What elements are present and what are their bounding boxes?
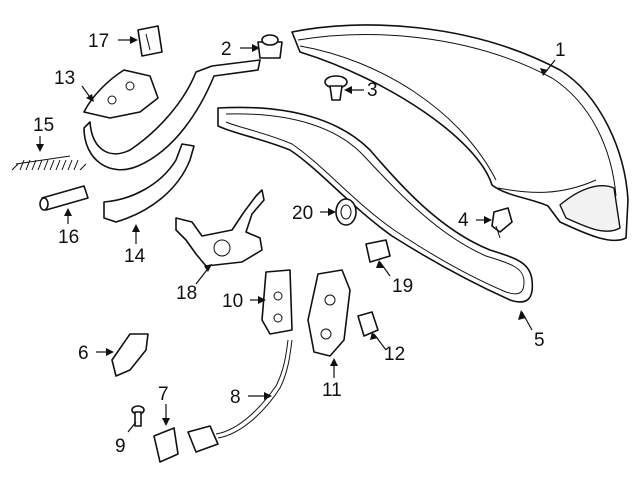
callout-18: 18 (176, 283, 197, 304)
callout-1: 1 (555, 40, 566, 61)
part-1-trunk-lid (291, 24, 629, 242)
callout-15: 15 (33, 115, 54, 136)
callout-20: 20 (292, 203, 313, 224)
callout-2: 2 (221, 39, 232, 60)
callout-leaders (36, 36, 556, 433)
part-14-hinge-arm (103, 143, 195, 223)
callout-17: 17 (88, 31, 109, 52)
callout-3: 3 (367, 80, 378, 101)
callout-4: 4 (458, 210, 469, 231)
callout-labels: 1 2 3 4 5 6 7 8 9 10 11 12 13 14 15 16 1… (33, 31, 566, 457)
part-11-latch (307, 269, 351, 357)
callout-12: 12 (384, 344, 405, 365)
callout-7: 7 (158, 384, 169, 405)
part-9-bolt (131, 405, 145, 427)
callout-19: 19 (392, 276, 413, 297)
part-19-clip (365, 239, 391, 263)
part-20-grommet (335, 198, 357, 226)
part-17-cap (137, 25, 163, 57)
part-5-weatherstrip (217, 106, 534, 303)
part-3-buffer (324, 75, 348, 101)
callout-16: 16 (58, 227, 79, 248)
callout-13: 13 (54, 68, 75, 89)
callout-6: 6 (78, 343, 89, 364)
part-13-hinge (83, 59, 261, 171)
part-18-latch-motor (175, 189, 265, 267)
part-4-clip (491, 207, 513, 239)
part-10-bracket (261, 269, 293, 335)
part-7-switch (153, 427, 179, 463)
callout-14: 14 (124, 246, 146, 267)
part-8-cable (187, 339, 293, 453)
part-15-spring (11, 155, 87, 171)
callout-10: 10 (222, 291, 243, 312)
part-12-clip (357, 311, 379, 337)
callout-8: 8 (230, 387, 241, 408)
part-16-sleeve (39, 185, 89, 211)
callout-5: 5 (534, 330, 545, 351)
part-6-handle (111, 333, 149, 377)
callout-9: 9 (115, 436, 126, 457)
part-2-bumper (257, 34, 283, 59)
callout-11: 11 (322, 380, 342, 401)
